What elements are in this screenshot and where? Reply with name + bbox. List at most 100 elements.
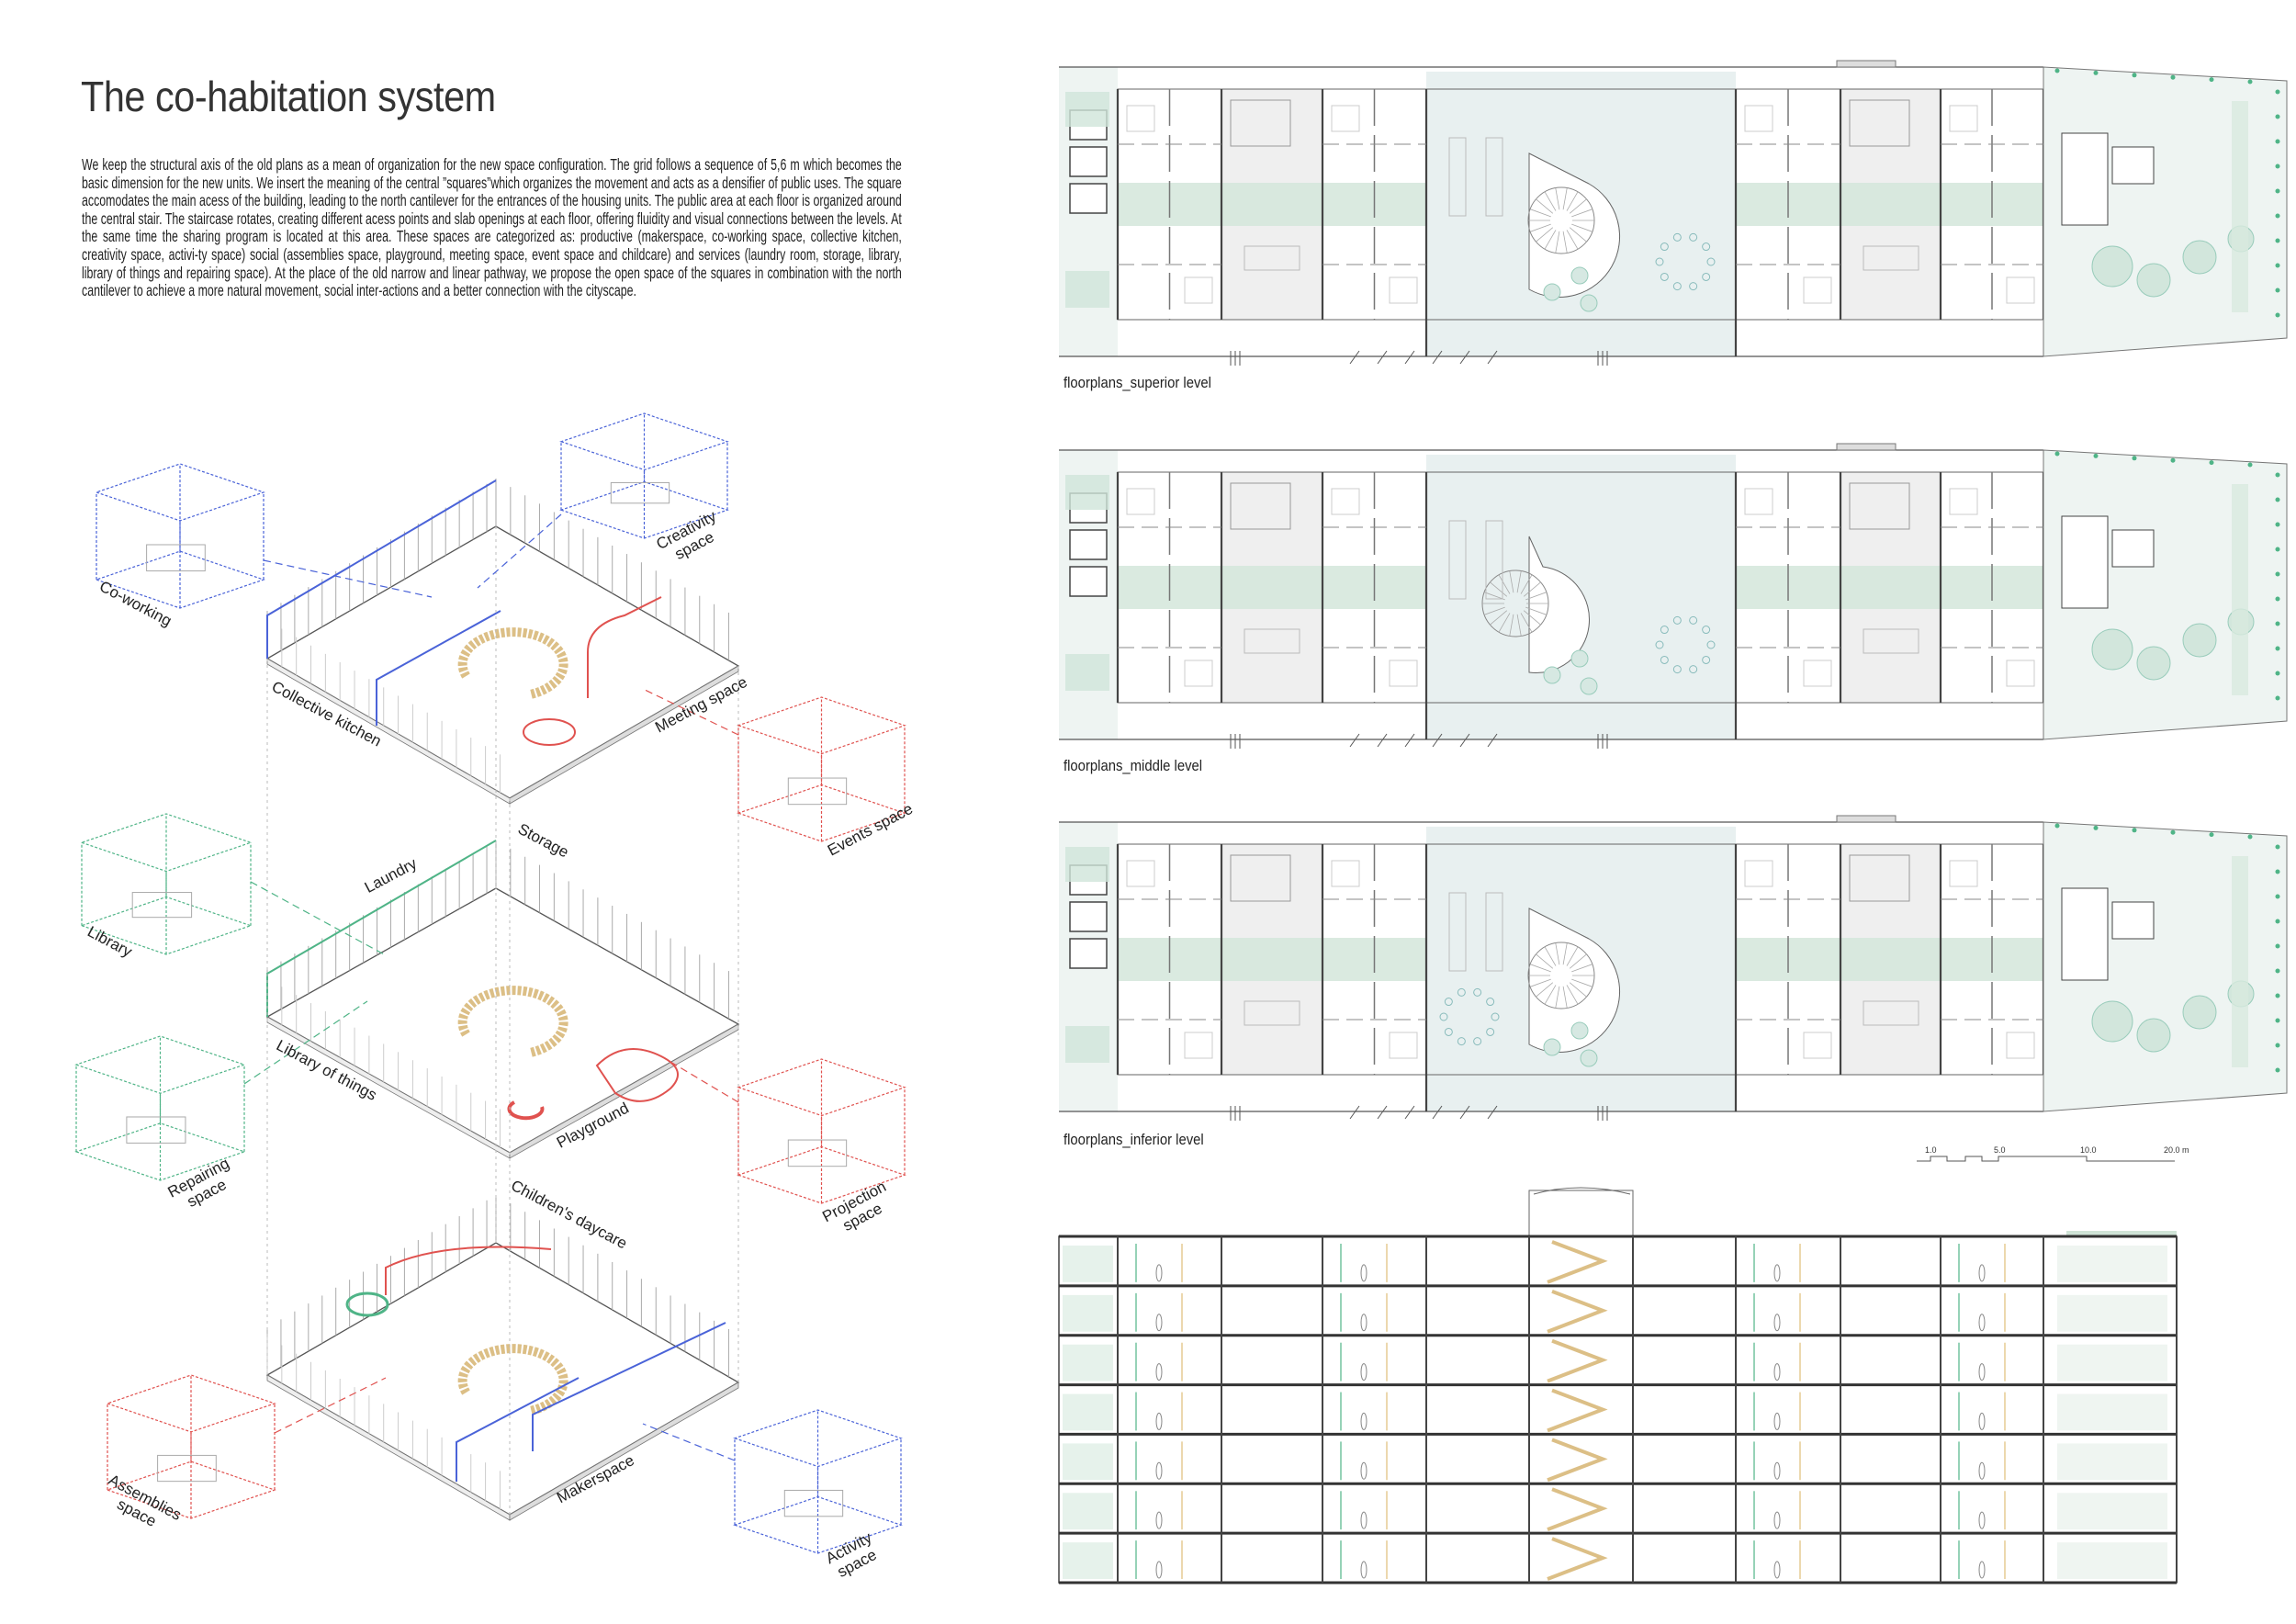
- label-line: Library: [84, 923, 135, 961]
- plan-counter: [1448, 137, 1467, 217]
- section-outline: [1058, 1235, 2178, 1584]
- scale-tick-label: 10.0: [2080, 1145, 2097, 1155]
- section-person-figure: [1978, 1264, 1986, 1282]
- plan-seat: [1660, 626, 1669, 635]
- plan-seat: [1672, 232, 1682, 242]
- section-person-figure: [1360, 1363, 1367, 1382]
- section-person-figure: [1360, 1412, 1367, 1430]
- stair-step: [1566, 946, 1579, 966]
- plan-furniture: [1184, 660, 1213, 687]
- plan-seat: [1473, 1037, 1482, 1046]
- stair-step: [1569, 982, 1587, 998]
- elevator-box: [1069, 183, 1108, 214]
- room-box-top: [559, 412, 729, 471]
- plan-seat: [1672, 282, 1682, 291]
- plan-bollard-dot: [2275, 1067, 2280, 1073]
- section-stair-flight: [1547, 1487, 1608, 1532]
- plan-table: [1863, 245, 1919, 271]
- section-person-figure: [1978, 1461, 1986, 1480]
- plan-bollard-dot: [2275, 695, 2280, 701]
- stair-step: [1530, 964, 1551, 973]
- plan-table: [1244, 1000, 1300, 1026]
- connector-line: [642, 688, 739, 736]
- plan-furniture: [1389, 660, 1418, 687]
- stair-step: [1544, 230, 1557, 250]
- plan-elevator-core: [2111, 529, 2155, 568]
- slab-edge: [509, 1382, 739, 1521]
- label-creativity: Creativityspace: [653, 507, 727, 569]
- section-person-figure: [1360, 1264, 1367, 1282]
- plan-seat: [1457, 987, 1466, 997]
- plan-seat: [1689, 232, 1698, 242]
- section-person-figure: [1773, 1363, 1781, 1382]
- section-stair-flight: [1547, 1240, 1608, 1284]
- section-roof-curve: [1533, 1187, 1631, 1195]
- plan-counter: [1485, 137, 1503, 217]
- connector-line: [263, 559, 433, 598]
- plan-entry-hatch: [1349, 733, 1360, 748]
- plan-bollard-dot: [2170, 74, 2176, 80]
- section-person-figure: [1155, 1264, 1163, 1282]
- plan-furniture: [1949, 488, 1978, 515]
- room-coworking: [95, 463, 433, 609]
- label-line: Co-working: [96, 578, 174, 630]
- room-furniture: [157, 1454, 217, 1483]
- stair-step: [1571, 964, 1593, 973]
- spiral-stair: [457, 986, 568, 1057]
- label-activity: Activityspace: [823, 1528, 884, 1583]
- plan-seat: [1689, 615, 1698, 625]
- section-person-figure: [1978, 1561, 1986, 1579]
- plan-bollard-dot: [2275, 968, 2280, 974]
- plan-seat: [1655, 640, 1664, 649]
- plan-furniture: [1331, 488, 1360, 515]
- room-events: [642, 688, 906, 842]
- elevator-box: [1069, 529, 1108, 560]
- elevator-box: [1069, 146, 1108, 177]
- slab-floor: [265, 1242, 740, 1516]
- stair-step: [1566, 191, 1579, 211]
- plan-tree-patch: [1065, 92, 1109, 127]
- floorplans: [1059, 60, 2288, 1121]
- axo-level-bottom: [265, 1195, 740, 1521]
- plan-furniture: [1949, 105, 1978, 132]
- plan-bollard-dot: [2247, 462, 2253, 468]
- stair-step: [1530, 209, 1551, 218]
- daycare-ring: [345, 1291, 389, 1317]
- plan-bollard-dot: [2209, 460, 2214, 466]
- stair-step: [1562, 986, 1568, 1009]
- plan-entry-hatch: [1377, 350, 1388, 365]
- plan-tree: [2136, 1018, 2171, 1053]
- plan-seat: [1706, 257, 1716, 266]
- plan-furniture: [2006, 660, 2035, 687]
- room-repairing: [74, 1000, 368, 1181]
- kitchen-wall: [266, 479, 497, 659]
- plan-tree: [2182, 623, 2217, 658]
- plan-bollard-dot: [2275, 1018, 2280, 1023]
- stair-step: [1571, 209, 1593, 218]
- plan-elevator-core: [2111, 901, 2155, 940]
- plan-furniture: [1126, 860, 1155, 887]
- plan-table: [1244, 628, 1300, 654]
- section-stair-flight: [1547, 1438, 1608, 1483]
- label-line: Storage: [515, 820, 571, 862]
- plan-counter: [1448, 892, 1467, 972]
- stair-step: [1569, 198, 1587, 214]
- stair-step: [1523, 581, 1541, 597]
- plan-entry-hatch: [1432, 1105, 1443, 1120]
- stair-step: [1525, 606, 1547, 615]
- plan-entry-hatch: [1404, 350, 1415, 365]
- section-person-figure: [1360, 1511, 1367, 1529]
- section-green-facade: [1063, 1542, 1113, 1579]
- plan-seat: [1672, 615, 1682, 625]
- room-library: [80, 813, 387, 956]
- plan-bollard-dot: [2275, 164, 2280, 169]
- stair-step: [1536, 198, 1554, 214]
- plan-corridor-east: [1736, 183, 2043, 226]
- plan-seat: [1486, 1027, 1495, 1036]
- spiral-stair: [457, 627, 568, 699]
- connector-line: [243, 1000, 368, 1085]
- plan-tree: [2136, 263, 2171, 298]
- plan-bollard-dot: [2054, 68, 2060, 73]
- plan-seat: [1444, 998, 1453, 1007]
- stair-step: [1562, 231, 1568, 254]
